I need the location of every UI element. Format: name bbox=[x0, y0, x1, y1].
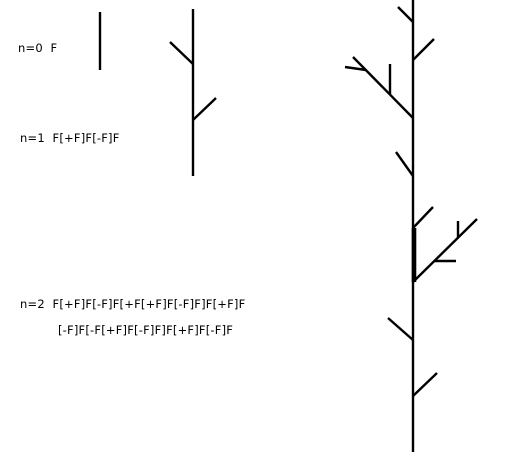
label-n1: n=1 F[+F]F[-F]F bbox=[20, 131, 120, 145]
tree-n2-branch bbox=[352, 56, 414, 119]
tree-n2-twig bbox=[412, 372, 438, 397]
tree-n2-twig bbox=[412, 206, 434, 229]
label-n0: n=0 F bbox=[18, 41, 58, 55]
tree-n2-twig bbox=[395, 151, 414, 177]
tree-n2-branch bbox=[412, 218, 478, 283]
label-n2-line2: [-F]F[-F[+F]F[-F]F]F[+F]F[-F]F bbox=[58, 323, 234, 337]
tree-n1-branch-right bbox=[192, 97, 217, 121]
tree-n1-branch-left bbox=[169, 41, 194, 65]
tree-n2-twig bbox=[397, 6, 414, 23]
tree-n2-twig bbox=[344, 65, 367, 72]
tree-n2-twig bbox=[412, 38, 435, 61]
tree-n2-twig bbox=[387, 317, 414, 341]
tree-n2 bbox=[344, 0, 478, 452]
tree-n1 bbox=[169, 9, 217, 176]
label-n2-line1: n=2 F[+F]F[-F]F[+F[+F]F[-F]F]F[+F]F bbox=[20, 297, 246, 311]
